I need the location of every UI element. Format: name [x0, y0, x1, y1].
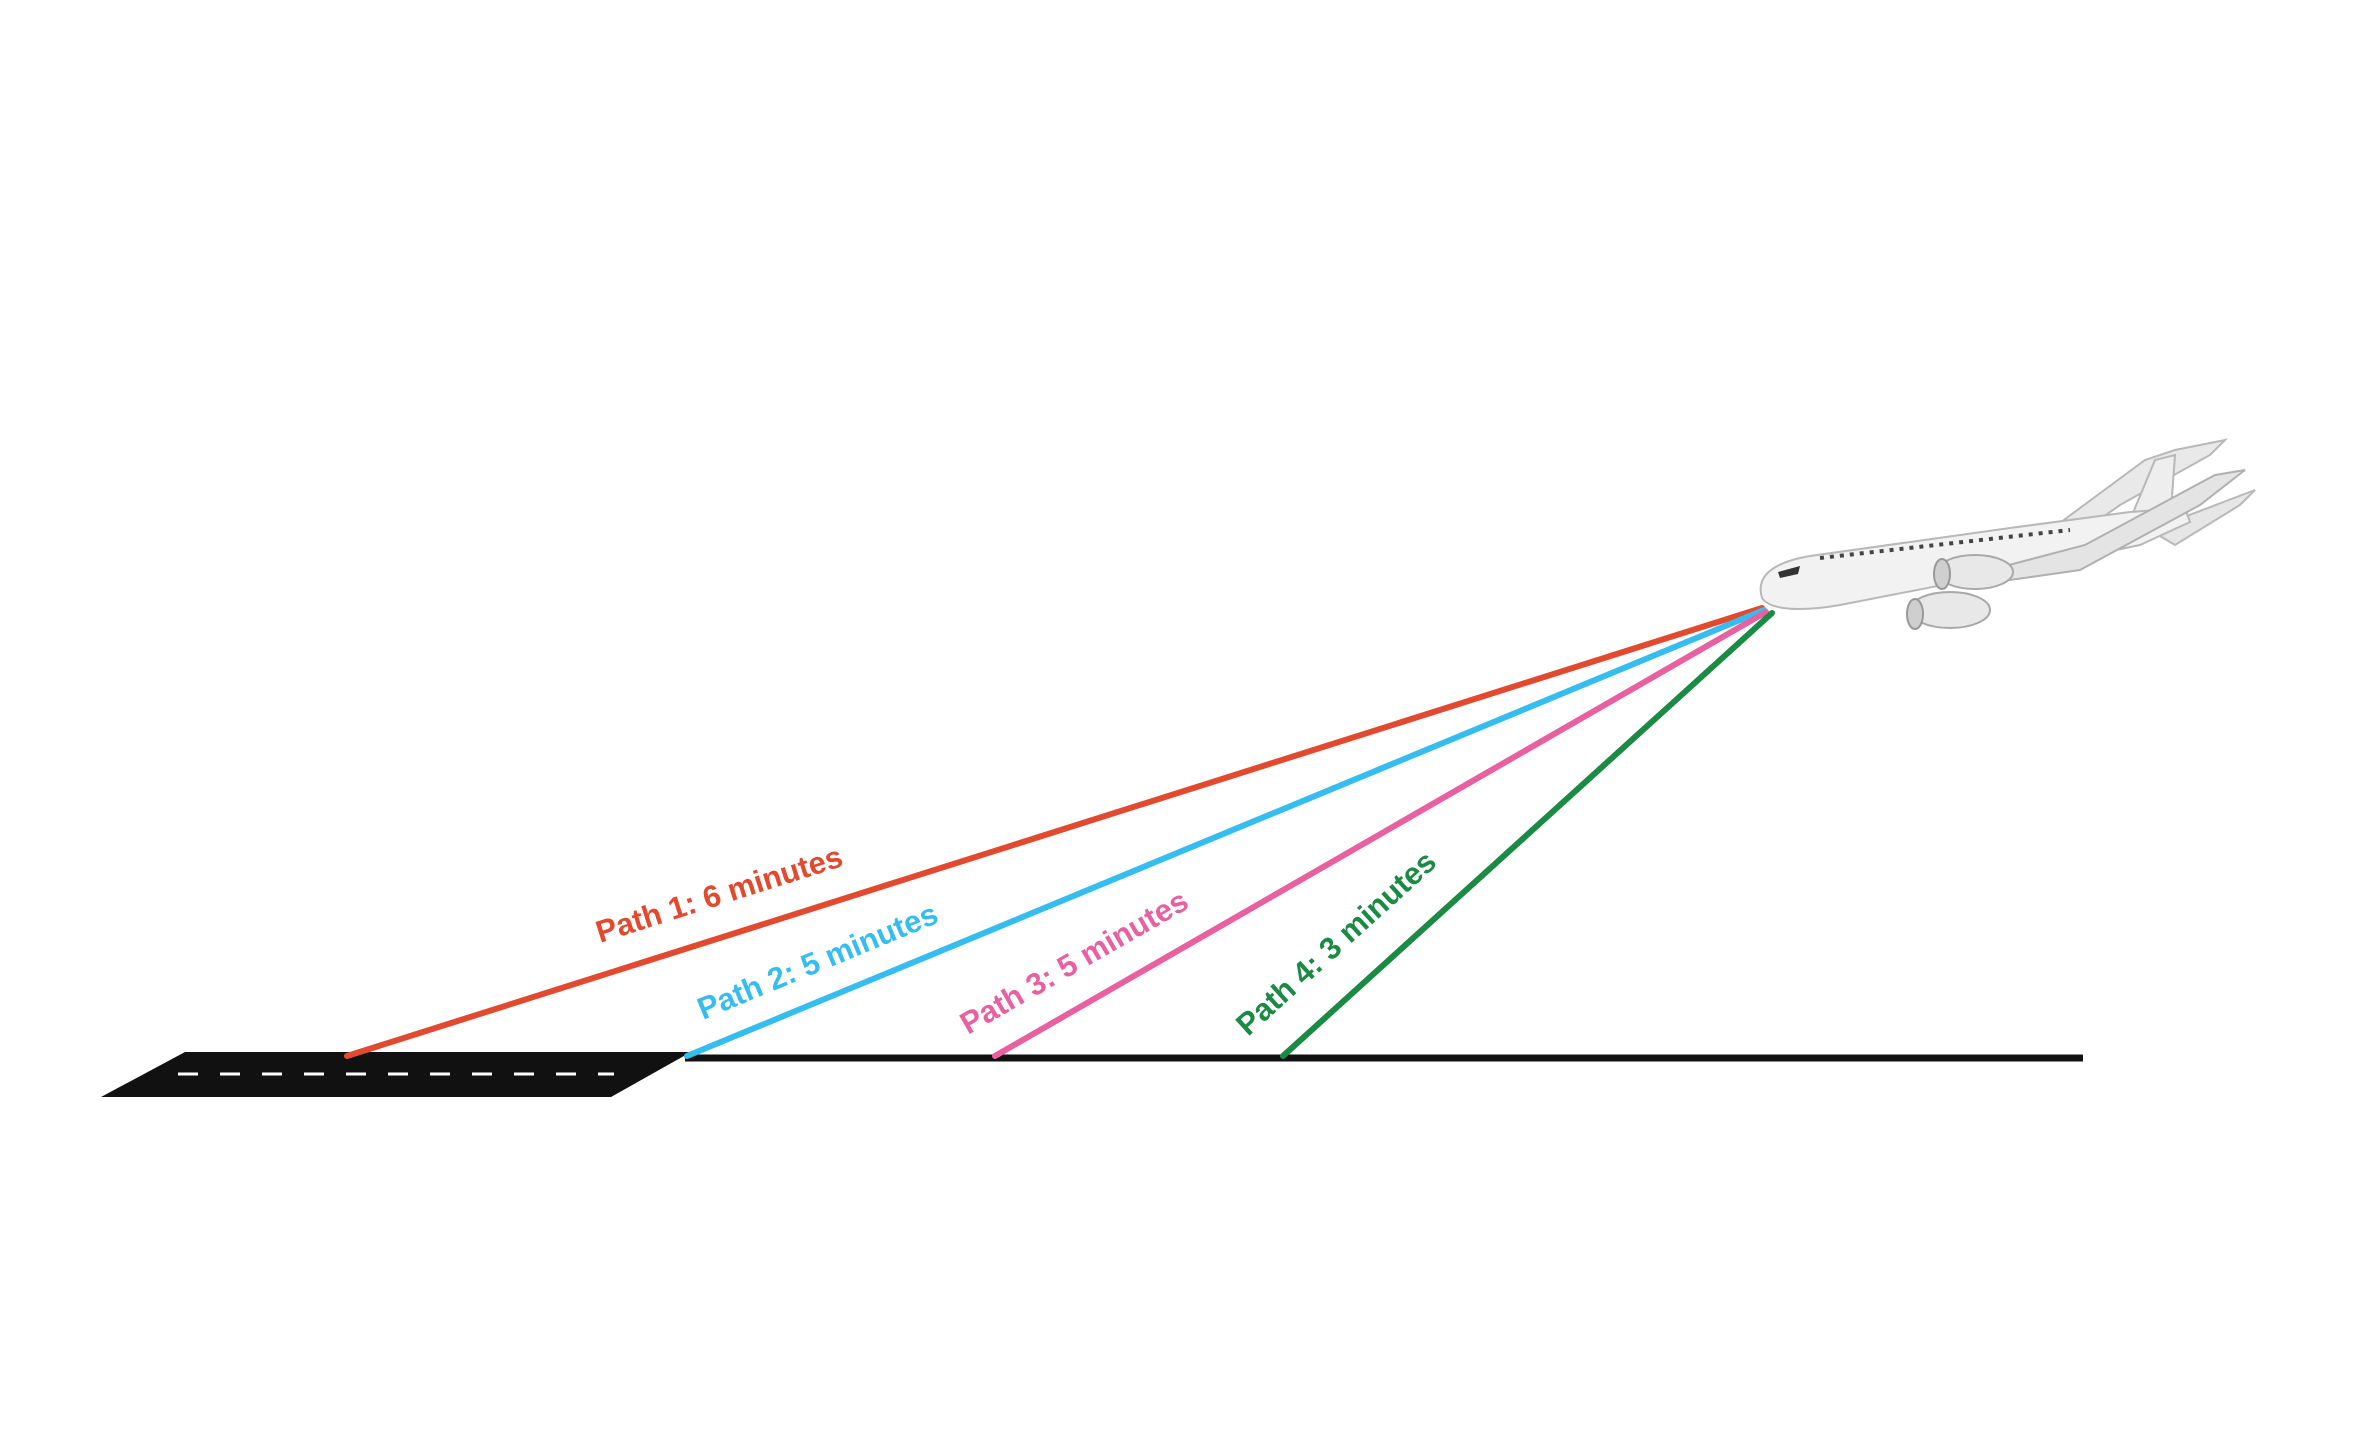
- path-4-line: [1280, 610, 1775, 1059]
- aircraft-engine-upper: [1933, 554, 2014, 590]
- runway-icon: [101, 1052, 691, 1097]
- aircraft-near-wing: [1987, 469, 2246, 582]
- aircraft-cabin-windows: [1819, 528, 2071, 560]
- path-1-label: Path 1: 6 minutes: [592, 839, 847, 950]
- path-3-line: [992, 609, 1769, 1059]
- aircraft-tail-stabilizer: [2147, 489, 2256, 547]
- path-2-line: [684, 607, 1767, 1059]
- aircraft-engine-lower: [1906, 591, 1991, 630]
- path-1-line: [344, 605, 1765, 1059]
- path-2-label: Path 2: 5 minutes: [692, 896, 943, 1027]
- aircraft-cockpit-window: [1778, 566, 1800, 578]
- airplane-icon: [1759, 438, 2256, 630]
